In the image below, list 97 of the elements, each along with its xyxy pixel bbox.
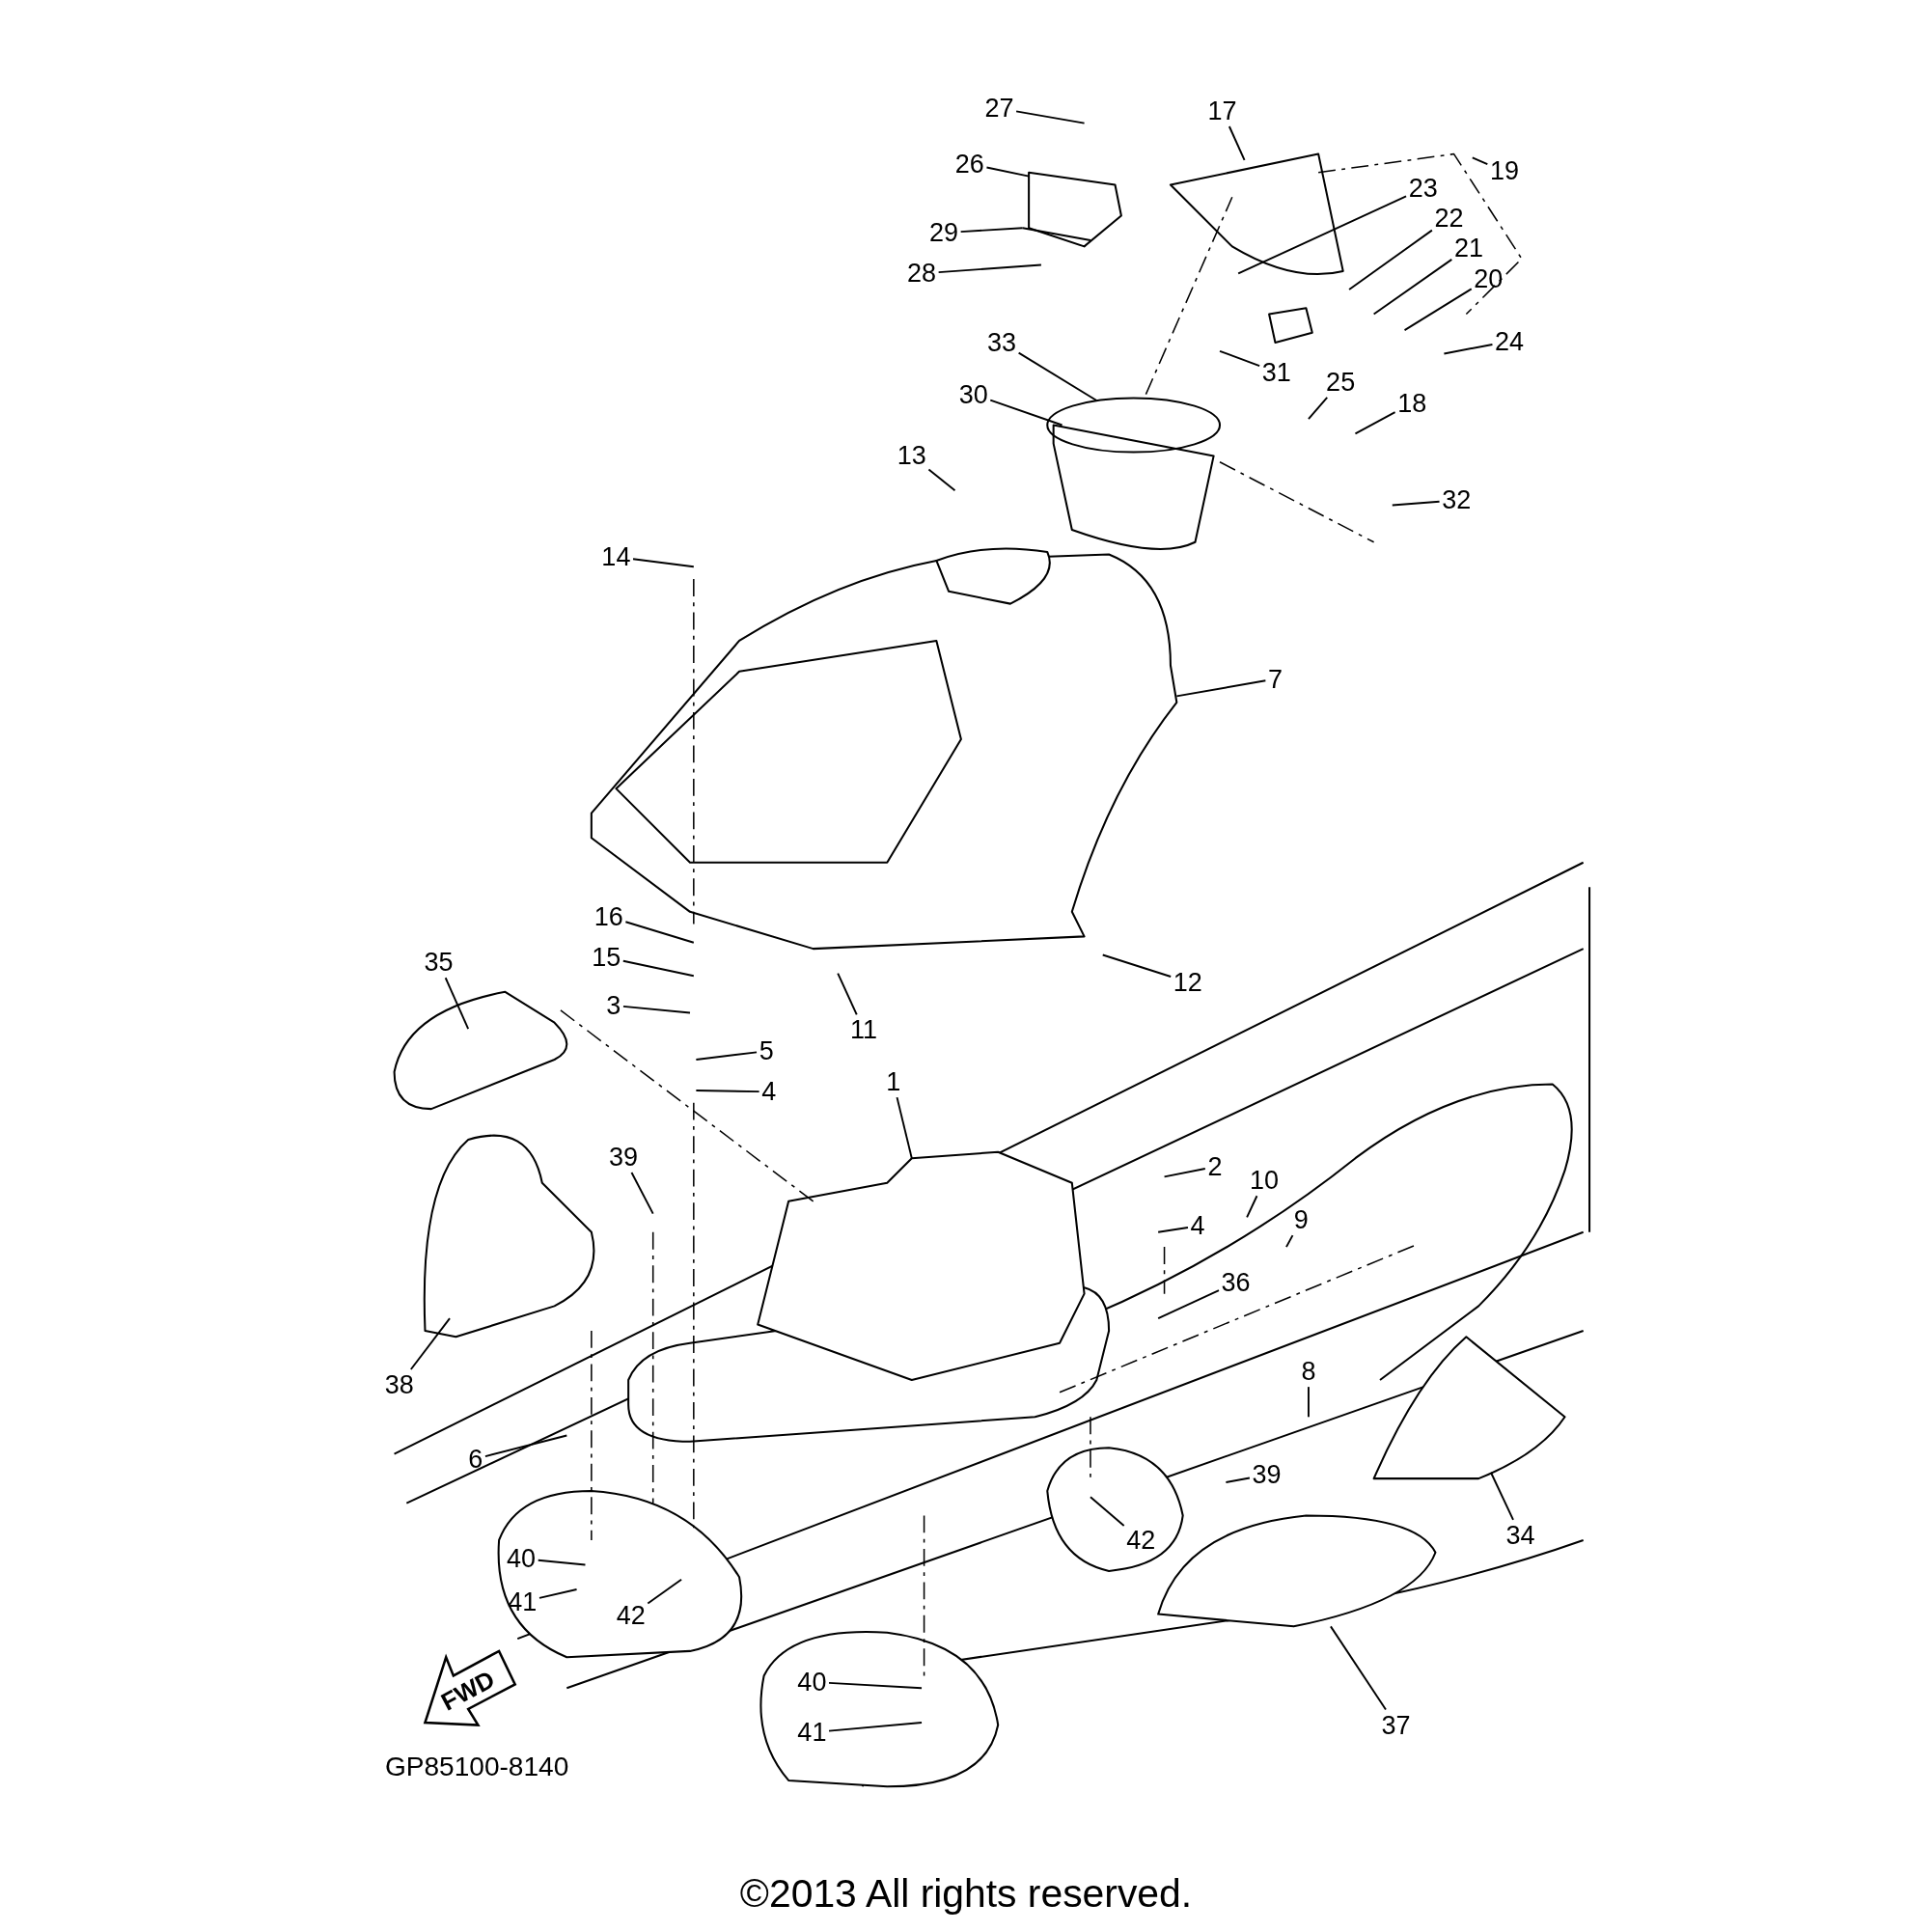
callout-number: 28 (907, 260, 937, 287)
leader-line (1403, 288, 1473, 332)
callout-number: 7 (1267, 666, 1283, 692)
callout-number: 41 (797, 1719, 827, 1746)
leader-line (630, 1172, 654, 1215)
callout-number: 42 (1126, 1527, 1156, 1554)
leader-line (959, 227, 1024, 234)
leader-line (1308, 396, 1329, 421)
leader-line (695, 1090, 760, 1093)
callout-number: 14 (601, 543, 631, 570)
leader-line (537, 1559, 587, 1566)
leader-line (1157, 1226, 1189, 1233)
leader-line (1237, 195, 1408, 275)
leader-line (647, 1578, 682, 1605)
callout-number: 4 (1190, 1212, 1205, 1239)
callout-number: 26 (954, 151, 984, 178)
callout-number: 20 (1474, 265, 1504, 292)
leader-line (624, 921, 695, 944)
leader-line (632, 558, 695, 568)
leader-line (989, 399, 1063, 427)
callout-number: 40 (507, 1545, 537, 1572)
callout-number: 31 (1261, 359, 1291, 386)
leader-line (828, 1681, 923, 1690)
callout-number: 12 (1173, 969, 1202, 996)
callout-number: 42 (616, 1602, 646, 1629)
leader-line (828, 1722, 923, 1732)
leader-line (937, 263, 1042, 274)
leader-line (1015, 110, 1086, 124)
leader-line (483, 1434, 568, 1458)
callout-number: 11 (850, 1016, 878, 1043)
callout-number: 23 (1408, 175, 1438, 202)
callout-number: 22 (1434, 205, 1464, 232)
callout-number: 37 (1381, 1712, 1411, 1738)
callout-number: 3 (606, 992, 621, 1019)
callout-number: 30 (958, 381, 988, 408)
leader-line (927, 468, 956, 492)
callout-number: 19 (1489, 157, 1519, 184)
callout-number: 33 (987, 329, 1017, 356)
callout-number: 29 (929, 219, 959, 246)
callout-number: 5 (759, 1037, 774, 1064)
leader-line (538, 1588, 578, 1599)
callout-number: 15 (592, 944, 621, 971)
callout-number: 24 (1495, 328, 1525, 355)
callout-number: 18 (1397, 390, 1427, 416)
callout-number: 13 (897, 442, 926, 469)
leader-line (1101, 953, 1173, 978)
leader-line (1228, 125, 1246, 161)
callout-number: 27 (984, 95, 1014, 122)
callout-number: 8 (1301, 1358, 1316, 1385)
leader-line (1489, 1471, 1514, 1521)
callout-number: 4 (761, 1078, 777, 1105)
leader-line (1225, 1477, 1251, 1483)
leader-line (444, 977, 470, 1031)
callout-number: 1 (886, 1068, 901, 1095)
leader-line (1348, 229, 1433, 290)
callout-number: 40 (797, 1669, 827, 1696)
leader-line (1443, 344, 1494, 355)
leader-line (896, 1096, 913, 1160)
leader-line (621, 959, 695, 978)
leader-line (1308, 1386, 1310, 1419)
callout-number: 36 (1221, 1269, 1251, 1296)
callout-number: 6 (468, 1446, 483, 1473)
leader-line (1471, 156, 1489, 166)
leader-line (621, 1005, 691, 1014)
callout-number: 32 (1442, 486, 1472, 513)
leader-line (1157, 1289, 1220, 1320)
callout-number: 17 (1207, 97, 1237, 124)
leader-line (1354, 411, 1396, 435)
leader-line (409, 1317, 451, 1370)
leader-line (1391, 500, 1441, 507)
leader-line (1163, 1168, 1206, 1178)
leader-line (1372, 258, 1453, 316)
callout-number: 21 (1453, 235, 1483, 262)
leader-line (1246, 1195, 1258, 1219)
leader-line (695, 1051, 759, 1061)
copyright-note: ©2013 All rights reserved. (739, 1870, 1193, 1917)
callout-number: 10 (1249, 1167, 1279, 1194)
leader-line (1329, 1625, 1387, 1711)
leader-line (1285, 1234, 1294, 1249)
leader-line (837, 972, 858, 1016)
callout-number: 39 (609, 1144, 639, 1171)
leader-line (1219, 349, 1261, 368)
fwd-label: FWD (436, 1665, 500, 1717)
leader-line (1090, 1496, 1125, 1527)
part-code: GP85100-8140 (384, 1751, 569, 1782)
callout-number: 39 (1252, 1461, 1282, 1488)
callout-number: 25 (1326, 369, 1356, 396)
leader-line (1175, 679, 1267, 698)
callout-number: 35 (424, 949, 454, 976)
leader-line (1017, 351, 1098, 401)
callout-number: 38 (384, 1371, 414, 1398)
callout-number: 16 (593, 903, 623, 930)
callout-number: 9 (1293, 1206, 1309, 1233)
callout-number: 41 (508, 1588, 538, 1615)
callout-number: 2 (1207, 1153, 1223, 1180)
leader-line (985, 166, 1031, 178)
callout-number: 34 (1505, 1522, 1535, 1549)
